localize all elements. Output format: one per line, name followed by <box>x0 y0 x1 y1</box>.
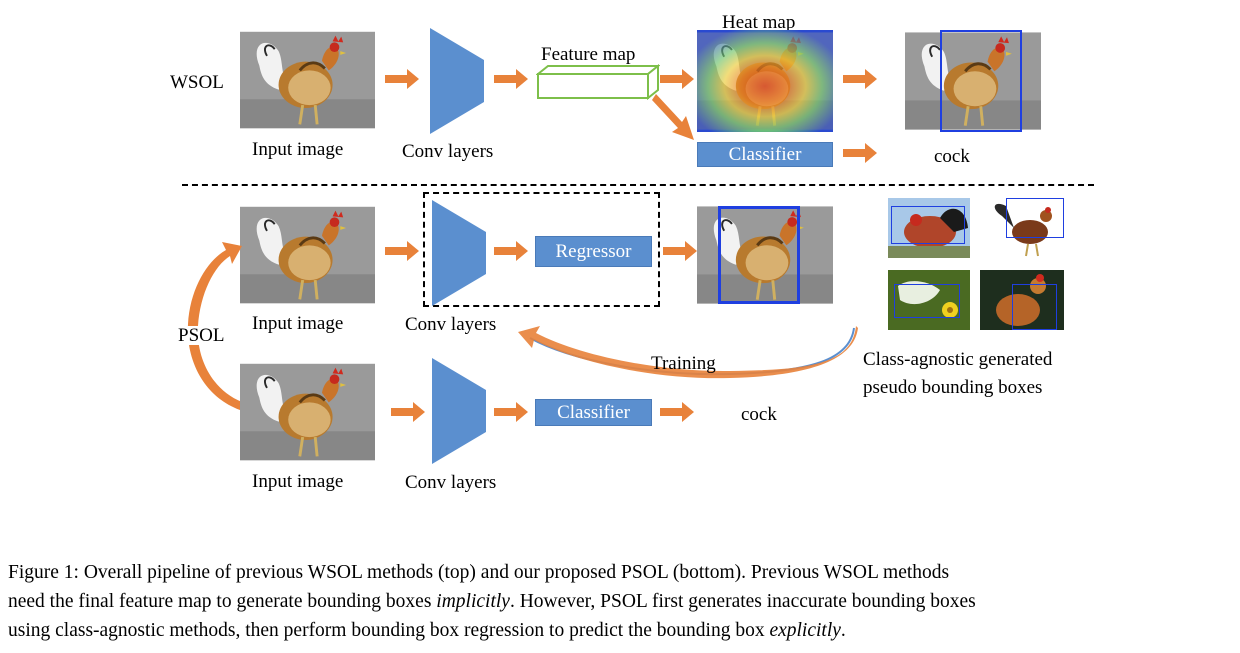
bounding-box <box>1006 198 1064 238</box>
training-arrow-icon <box>518 326 858 379</box>
classifier-box: Classifier <box>697 142 833 167</box>
class-output-label: cock <box>934 146 970 167</box>
class-output-label: cock <box>741 404 777 425</box>
arrow-icon <box>660 69 694 89</box>
arrow-icon <box>385 241 419 261</box>
bounding-box <box>940 30 1022 132</box>
bounding-box <box>891 206 965 244</box>
pseudo-box-thumbnail <box>888 198 970 258</box>
pipeline-figure: WSOL Input image Conv layers Feature map… <box>170 12 1094 493</box>
pseudo-box-thumbnail <box>984 198 1064 258</box>
training-label: Training <box>651 353 716 374</box>
arrow-icon <box>843 69 877 89</box>
trained-network-box <box>423 192 660 307</box>
pseudo-boxes-label-line1: Class-agnostic generated <box>863 349 1053 370</box>
arrow-diagonal-icon <box>652 94 694 140</box>
heat-map-label: Heat map <box>722 12 796 33</box>
regressor-box: Regressor <box>535 236 652 267</box>
pseudo-box-thumbnail <box>888 270 970 330</box>
conv-layers-label: Conv layers <box>405 314 497 335</box>
section-divider <box>182 184 1094 186</box>
regressor-label: Regressor <box>555 240 632 262</box>
input-image <box>240 205 375 305</box>
arrow-icon <box>385 69 419 89</box>
psol-row-label: PSOL <box>177 325 226 346</box>
arrow-icon <box>494 402 528 422</box>
caption-line-1: Figure 1: Overall pipeline of previous W… <box>8 562 950 583</box>
classifier-label: Classifier <box>557 401 630 423</box>
caption-line-3: using class-agnostic methods, then perfo… <box>8 620 846 641</box>
figure-caption: Figure 1: Overall pipeline of previous W… <box>8 558 1240 645</box>
input-image <box>240 30 375 130</box>
conv-layers-shape <box>432 358 486 464</box>
rooster-image <box>240 30 375 130</box>
input-image-label: Input image <box>252 471 344 492</box>
feature-map-label: Feature map <box>541 44 636 65</box>
feature-map-shape <box>536 64 660 100</box>
input-image <box>240 362 375 462</box>
conv-layers-label: Conv layers <box>402 141 494 162</box>
arrow-icon <box>660 402 694 422</box>
bounding-box <box>718 206 800 304</box>
classifier-label: Classifier <box>728 143 802 165</box>
pseudo-box-thumbnail <box>980 270 1064 330</box>
input-image-label: Input image <box>252 313 344 334</box>
caption-line-2: need the final feature map to generate b… <box>8 591 976 612</box>
classifier-box: Classifier <box>535 399 652 426</box>
input-image-label: Input image <box>252 139 344 160</box>
conv-layers-shape <box>432 200 486 306</box>
wsol-row-label: WSOL <box>170 72 224 93</box>
arrow-icon <box>391 402 425 422</box>
psol-curved-arrow-icon <box>187 242 242 410</box>
bounding-box <box>894 284 960 318</box>
conv-layers-label: Conv layers <box>405 472 497 493</box>
conv-layers-shape <box>430 28 484 134</box>
arrow-icon <box>843 143 877 163</box>
arrow-icon <box>663 241 697 261</box>
pseudo-boxes-label-line2: pseudo bounding boxes <box>863 377 1043 398</box>
arrow-icon <box>494 69 528 89</box>
arrow-icon <box>494 241 528 261</box>
heat-map-image <box>697 30 833 132</box>
bounding-box <box>1012 284 1057 330</box>
